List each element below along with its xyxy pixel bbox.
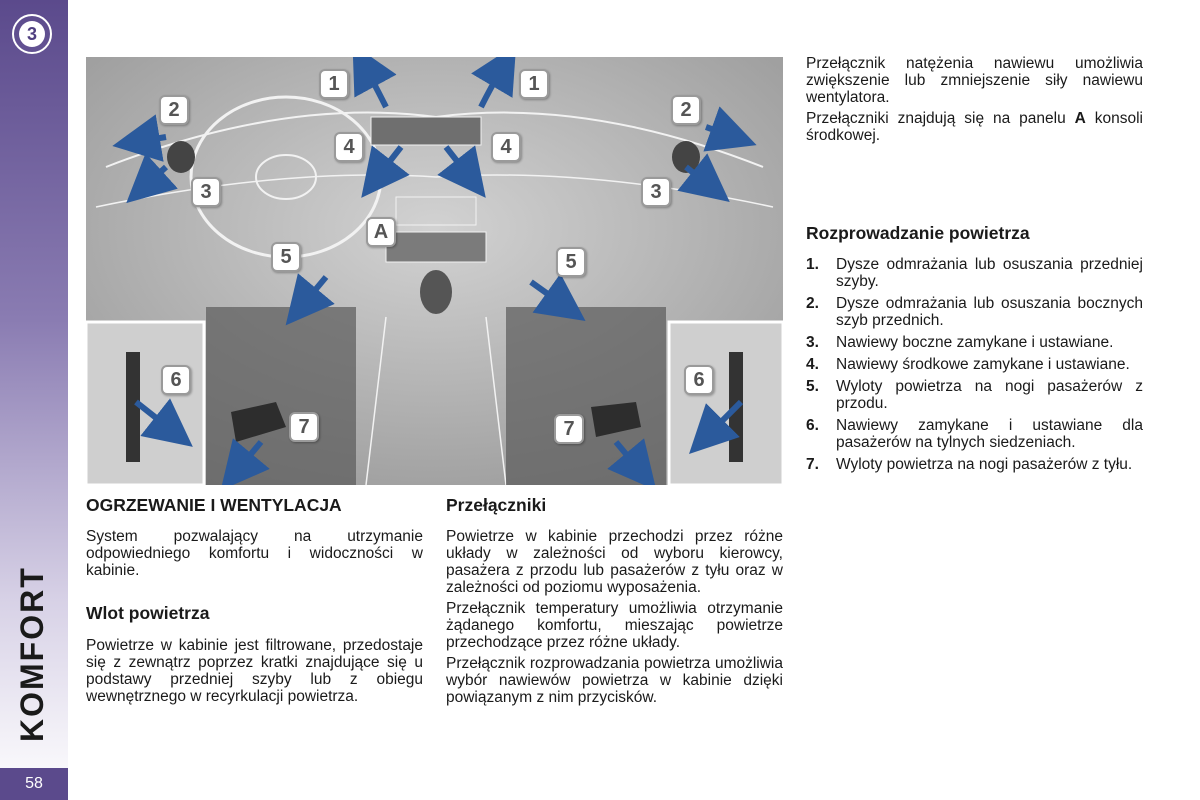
intro-paragraph: System pozwalający na utrzymanie odpowie… (86, 528, 423, 579)
distribution-list-section: 1. Dysze odmrażania lub osuszania przedni… (806, 256, 1143, 478)
air-inlet-title: Wlot powietrza (86, 603, 210, 623)
panel-location-paragraph: Przełączniki znajdują się na panelu A ko… (806, 110, 1143, 144)
list-item-number: 4. (806, 356, 819, 373)
page-heading: OGRZEWANIE I WENTYLACJA (86, 495, 342, 515)
list-item-text: Dysze odmrażania lub osuszania bocznych … (836, 295, 1143, 329)
list-item: 7. Wyloty powietrza na nogi pasażerów z t… (806, 456, 1143, 473)
list-item: 5. Wyloty powietrza na nogi pasażerów z p… (806, 378, 1143, 412)
left-column: System pozwalający na utrzymanie odpowie… (86, 528, 423, 583)
list-item-number: 6. (806, 417, 819, 434)
page-number: 58 (0, 768, 68, 800)
list-item-text: Dysze odmrażania lub osuszania przedniej… (836, 256, 1143, 290)
callout-a-panel: A (366, 217, 396, 247)
list-item: 1. Dysze odmrażania lub osuszania przedni… (806, 256, 1143, 290)
callout-4-left: 4 (334, 132, 364, 162)
switches-paragraph-1: Powietrze w kabinie przechodzi przez róż… (446, 528, 783, 596)
list-item-text: Nawiewy boczne zamykane i ustawiane. (836, 334, 1114, 351)
switches-title: Przełączniki (446, 495, 547, 515)
switches-paragraph-2: Przełącznik temperatury umożliwia otrzym… (446, 600, 783, 651)
distribution-title: Rozprowadzanie powietrza (806, 223, 1030, 243)
callout-2-left: 2 (159, 95, 189, 125)
callout-7-right: 7 (554, 414, 584, 444)
list-item-text: Nawiewy środkowe zamykane i ustawiane. (836, 356, 1130, 373)
list-item-text: Wyloty powietrza na nogi pasażerów z prz… (836, 378, 1143, 412)
right-column-top: Przełącznik natężenia nawiewu umożliwia … (806, 55, 1143, 148)
switches-paragraph-3: Przełącznik rozprowadzania powietrza umo… (446, 655, 783, 706)
list-item: 6. Nawiewy zamykane i ustawiane dla pasaż… (806, 417, 1143, 451)
callout-7-left: 7 (289, 412, 319, 442)
list-item: 3. Nawiewy boczne zamykane i ustawiane. (806, 334, 1143, 351)
callout-2-right: 2 (671, 95, 701, 125)
list-item: 4. Nawiewy środkowe zamykane i ustawiane. (806, 356, 1143, 373)
list-item-number: 7. (806, 456, 819, 473)
air-inlet-paragraph: Powietrze w kabinie jest filtrowane, prz… (86, 637, 423, 705)
callout-3-left: 3 (191, 177, 221, 207)
list-item-number: 1. (806, 256, 819, 273)
air-inlet-section: Powietrze w kabinie jest filtrowane, prz… (86, 637, 423, 709)
panel-text-before: Przełączniki znajdują się na panelu (806, 110, 1075, 127)
panel-label: A (1074, 110, 1086, 127)
callout-4-right: 4 (491, 132, 521, 162)
list-item-number: 2. (806, 295, 819, 312)
middle-column: Powietrze w kabinie przechodzi przez róż… (446, 528, 783, 710)
dashboard-air-vents-illustration: 1 1 2 2 3 3 4 4 A 5 5 6 6 7 7 (86, 57, 783, 485)
list-item: 2. Dysze odmrażania lub osuszania bocznyc… (806, 295, 1143, 329)
distribution-list: 1. Dysze odmrażania lub osuszania przedni… (806, 256, 1143, 473)
fan-speed-paragraph: Przełącznik natężenia nawiewu umożliwia … (806, 55, 1143, 106)
airflow-arrows (112, 57, 757, 485)
callout-1-right: 1 (519, 69, 549, 99)
callout-6-left: 6 (161, 365, 191, 395)
dashboard-drawing (86, 57, 783, 485)
callout-1-left: 1 (319, 69, 349, 99)
callout-5-left: 5 (271, 242, 301, 272)
callout-3-right: 3 (641, 177, 671, 207)
panel-text-after: konsoli środkowej. (806, 110, 1143, 144)
chapter-number: 3 (19, 21, 45, 47)
chapter-badge: 3 (12, 14, 52, 54)
list-item-number: 5. (806, 378, 819, 395)
callout-6-right: 6 (684, 365, 714, 395)
list-item-number: 3. (806, 334, 819, 351)
list-item-text: Nawiewy zamykane i ustawiane dla pasażer… (836, 417, 1143, 451)
list-item-text: Wyloty powietrza na nogi pasażerów z tył… (836, 456, 1133, 473)
callout-5-right: 5 (556, 247, 586, 277)
section-title: KOMFORT (14, 566, 50, 742)
chapter-sidebar: 3 KOMFORT (0, 0, 68, 800)
